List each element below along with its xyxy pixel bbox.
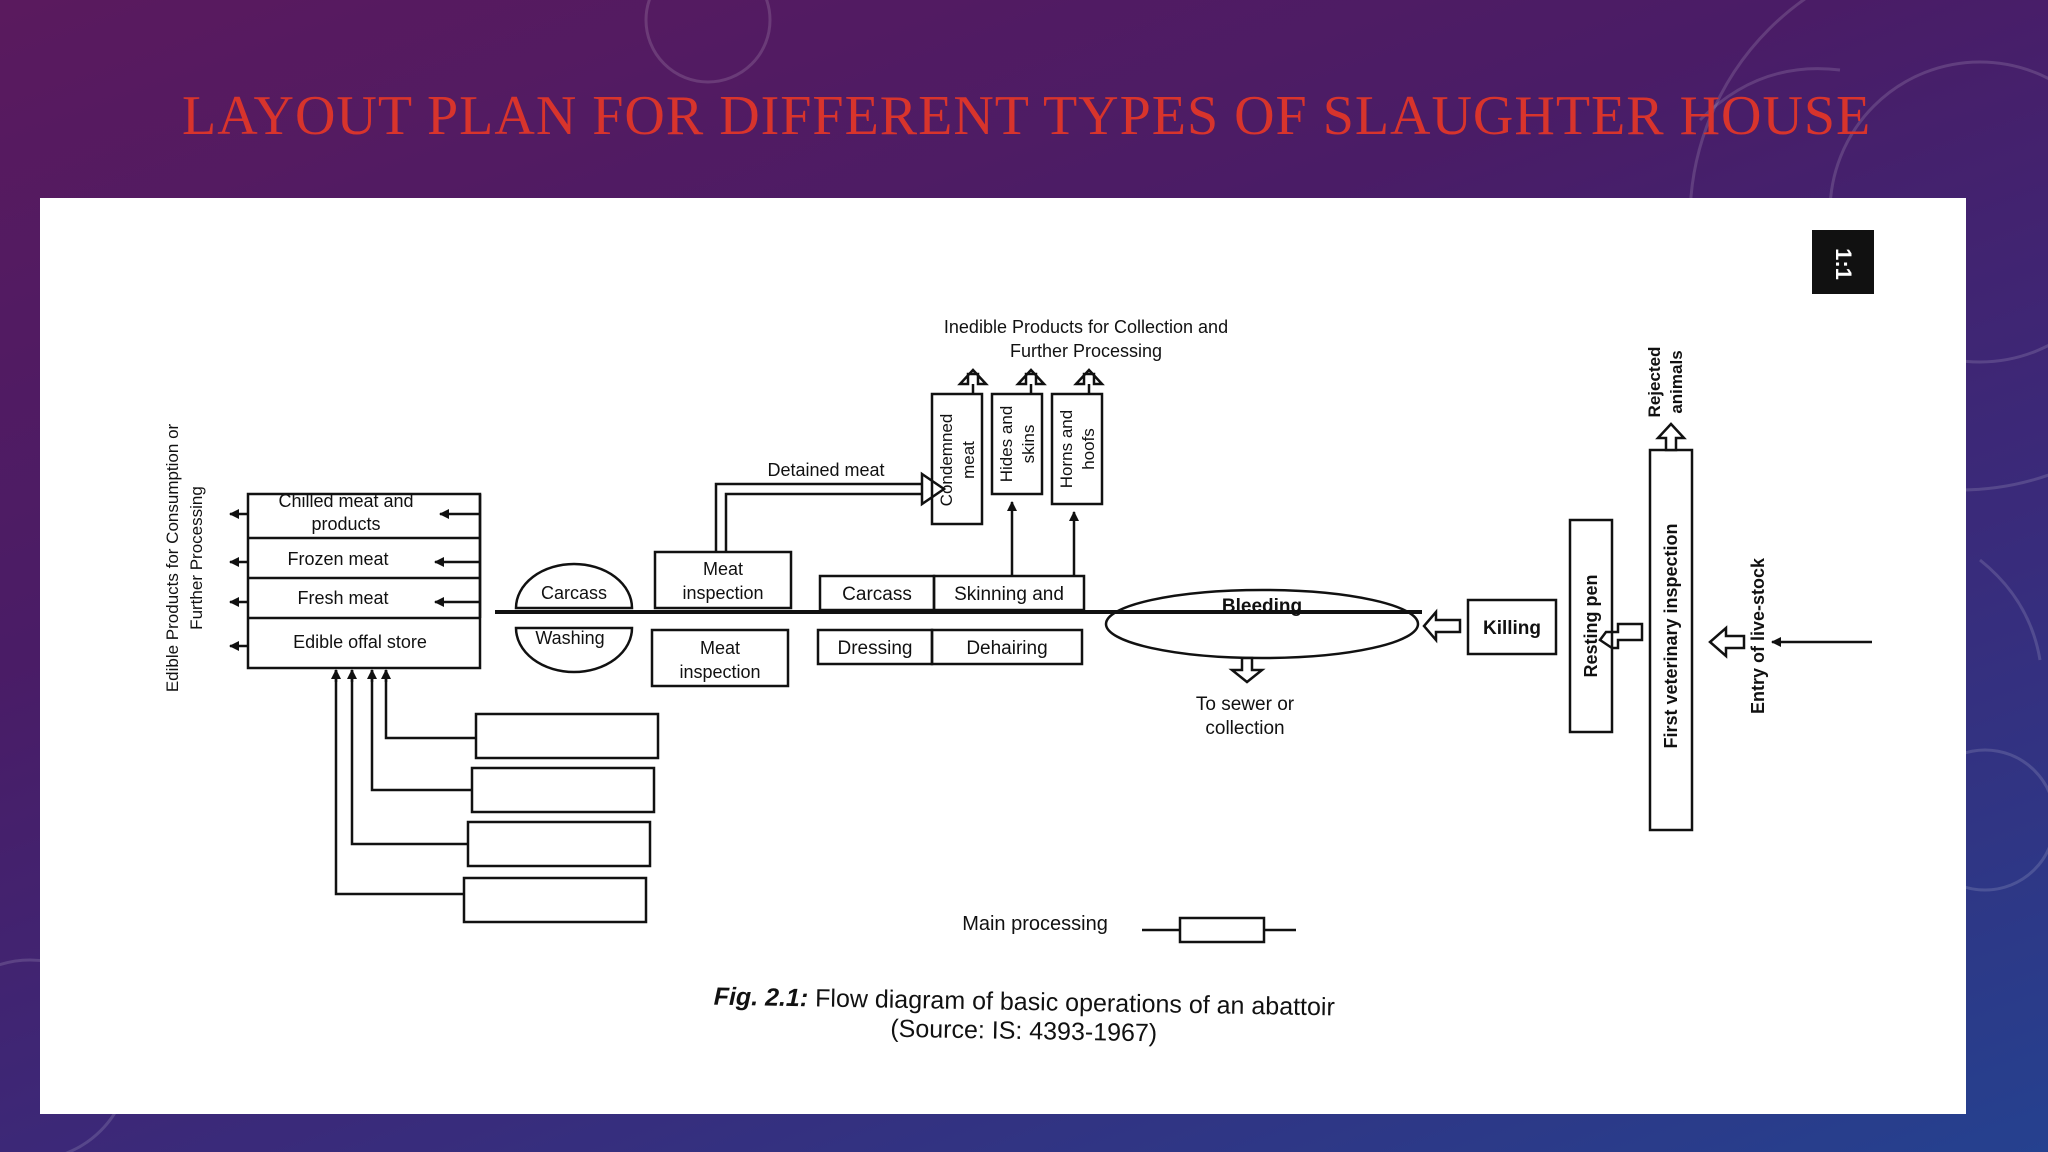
entry-livestock-label: Entry of live-stock <box>1748 557 1768 714</box>
dehairing-label: Dehairing <box>966 638 1047 659</box>
page-badge-label: 1:1 <box>1831 248 1856 280</box>
inedible-products-label-1: Inedible Products for Collection and <box>944 317 1228 337</box>
bleeding-node <box>1104 588 1420 660</box>
chilled-meat-label-1: Chilled meat and <box>278 491 413 511</box>
vet-inspection-label: First veterinary inspection <box>1661 523 1681 748</box>
meat-inspection-top-1: Meat <box>703 559 743 579</box>
horns-hoofs-label-1: Horns and <box>1057 410 1076 488</box>
detained-meat-arrow <box>714 471 947 552</box>
horns-hoofs-label-2: hoofs <box>1079 428 1098 470</box>
condemned-meat-label-2: meat <box>959 441 978 479</box>
meat-inspection-box-top <box>653 550 793 610</box>
meat-inspection-top-2: inspection <box>682 583 763 603</box>
edible-products-label-line-2: Further Processing <box>187 486 206 630</box>
carcass-washing-node <box>514 562 634 674</box>
killing-label: Killing <box>1483 618 1541 639</box>
feed-lines <box>331 669 660 924</box>
frozen-meat-label: Frozen meat <box>287 549 388 569</box>
legend-label: Main processing <box>962 913 1108 935</box>
edible-offal-store-label: Edible offal store <box>293 632 427 652</box>
resting-pen-box <box>1568 518 1614 734</box>
inedible-boxes <box>930 368 1105 576</box>
abattoir-flow-diagram: 1:1 Edible Products for Consumption or F… <box>163 230 1874 944</box>
rejected-label-2: animals <box>1667 350 1686 413</box>
resting-pen-arrow <box>1598 622 1644 650</box>
dressing-boxes <box>816 574 1086 666</box>
page-badge: 1:1 <box>1812 230 1874 294</box>
chilled-meat-label-2: products <box>311 514 380 534</box>
hides-skins-label-2: skins <box>1019 425 1038 464</box>
hides-skins-label-1: Hides and <box>997 406 1016 483</box>
inedible-products-label-2: Further Processing <box>1010 341 1162 361</box>
meat-inspection-bottom-2: inspection <box>679 662 760 682</box>
fresh-meat-label: Fresh meat <box>297 588 388 608</box>
carcass-dressing-label: Carcass <box>842 584 912 605</box>
washing-label: Washing <box>535 628 604 648</box>
killing-box <box>1466 598 1558 656</box>
killing-arrow <box>1422 608 1462 644</box>
sewer-label-1: To sewer or <box>1196 694 1295 715</box>
rejected-arrow <box>1655 422 1687 452</box>
bleeding-label: Bleeding <box>1222 596 1302 617</box>
detained-meat-label: Detained meat <box>767 460 884 480</box>
condemned-meat-label-1: Condemned <box>937 414 956 507</box>
meat-inspection-box-bottom <box>650 628 790 688</box>
vet-to-resting-arrow <box>1708 625 1746 659</box>
carcass-label: Carcass <box>541 583 607 603</box>
dressing-label: Dressing <box>838 638 913 659</box>
resting-pen-label: Resting pen <box>1581 574 1601 677</box>
sewer-label-2: collection <box>1205 718 1284 739</box>
sewer-arrow <box>1228 656 1266 684</box>
figure-panel: 1:1 Edible Products for Consumption or F… <box>40 198 1966 1114</box>
product-stores <box>229 492 482 670</box>
slide-title: LAYOUT PLAN FOR DIFFERENT TYPES OF SLAUG… <box>182 85 1872 147</box>
caption-label: Fig. 2.1: <box>713 982 809 1013</box>
skinning-label: Skinning and <box>954 584 1064 605</box>
rejected-label-1: Rejected <box>1645 347 1664 418</box>
legend-symbol <box>1142 916 1296 944</box>
edible-products-label-line-1: Edible Products for Consumption or <box>163 423 182 692</box>
meat-inspection-bottom-1: Meat <box>700 638 740 658</box>
